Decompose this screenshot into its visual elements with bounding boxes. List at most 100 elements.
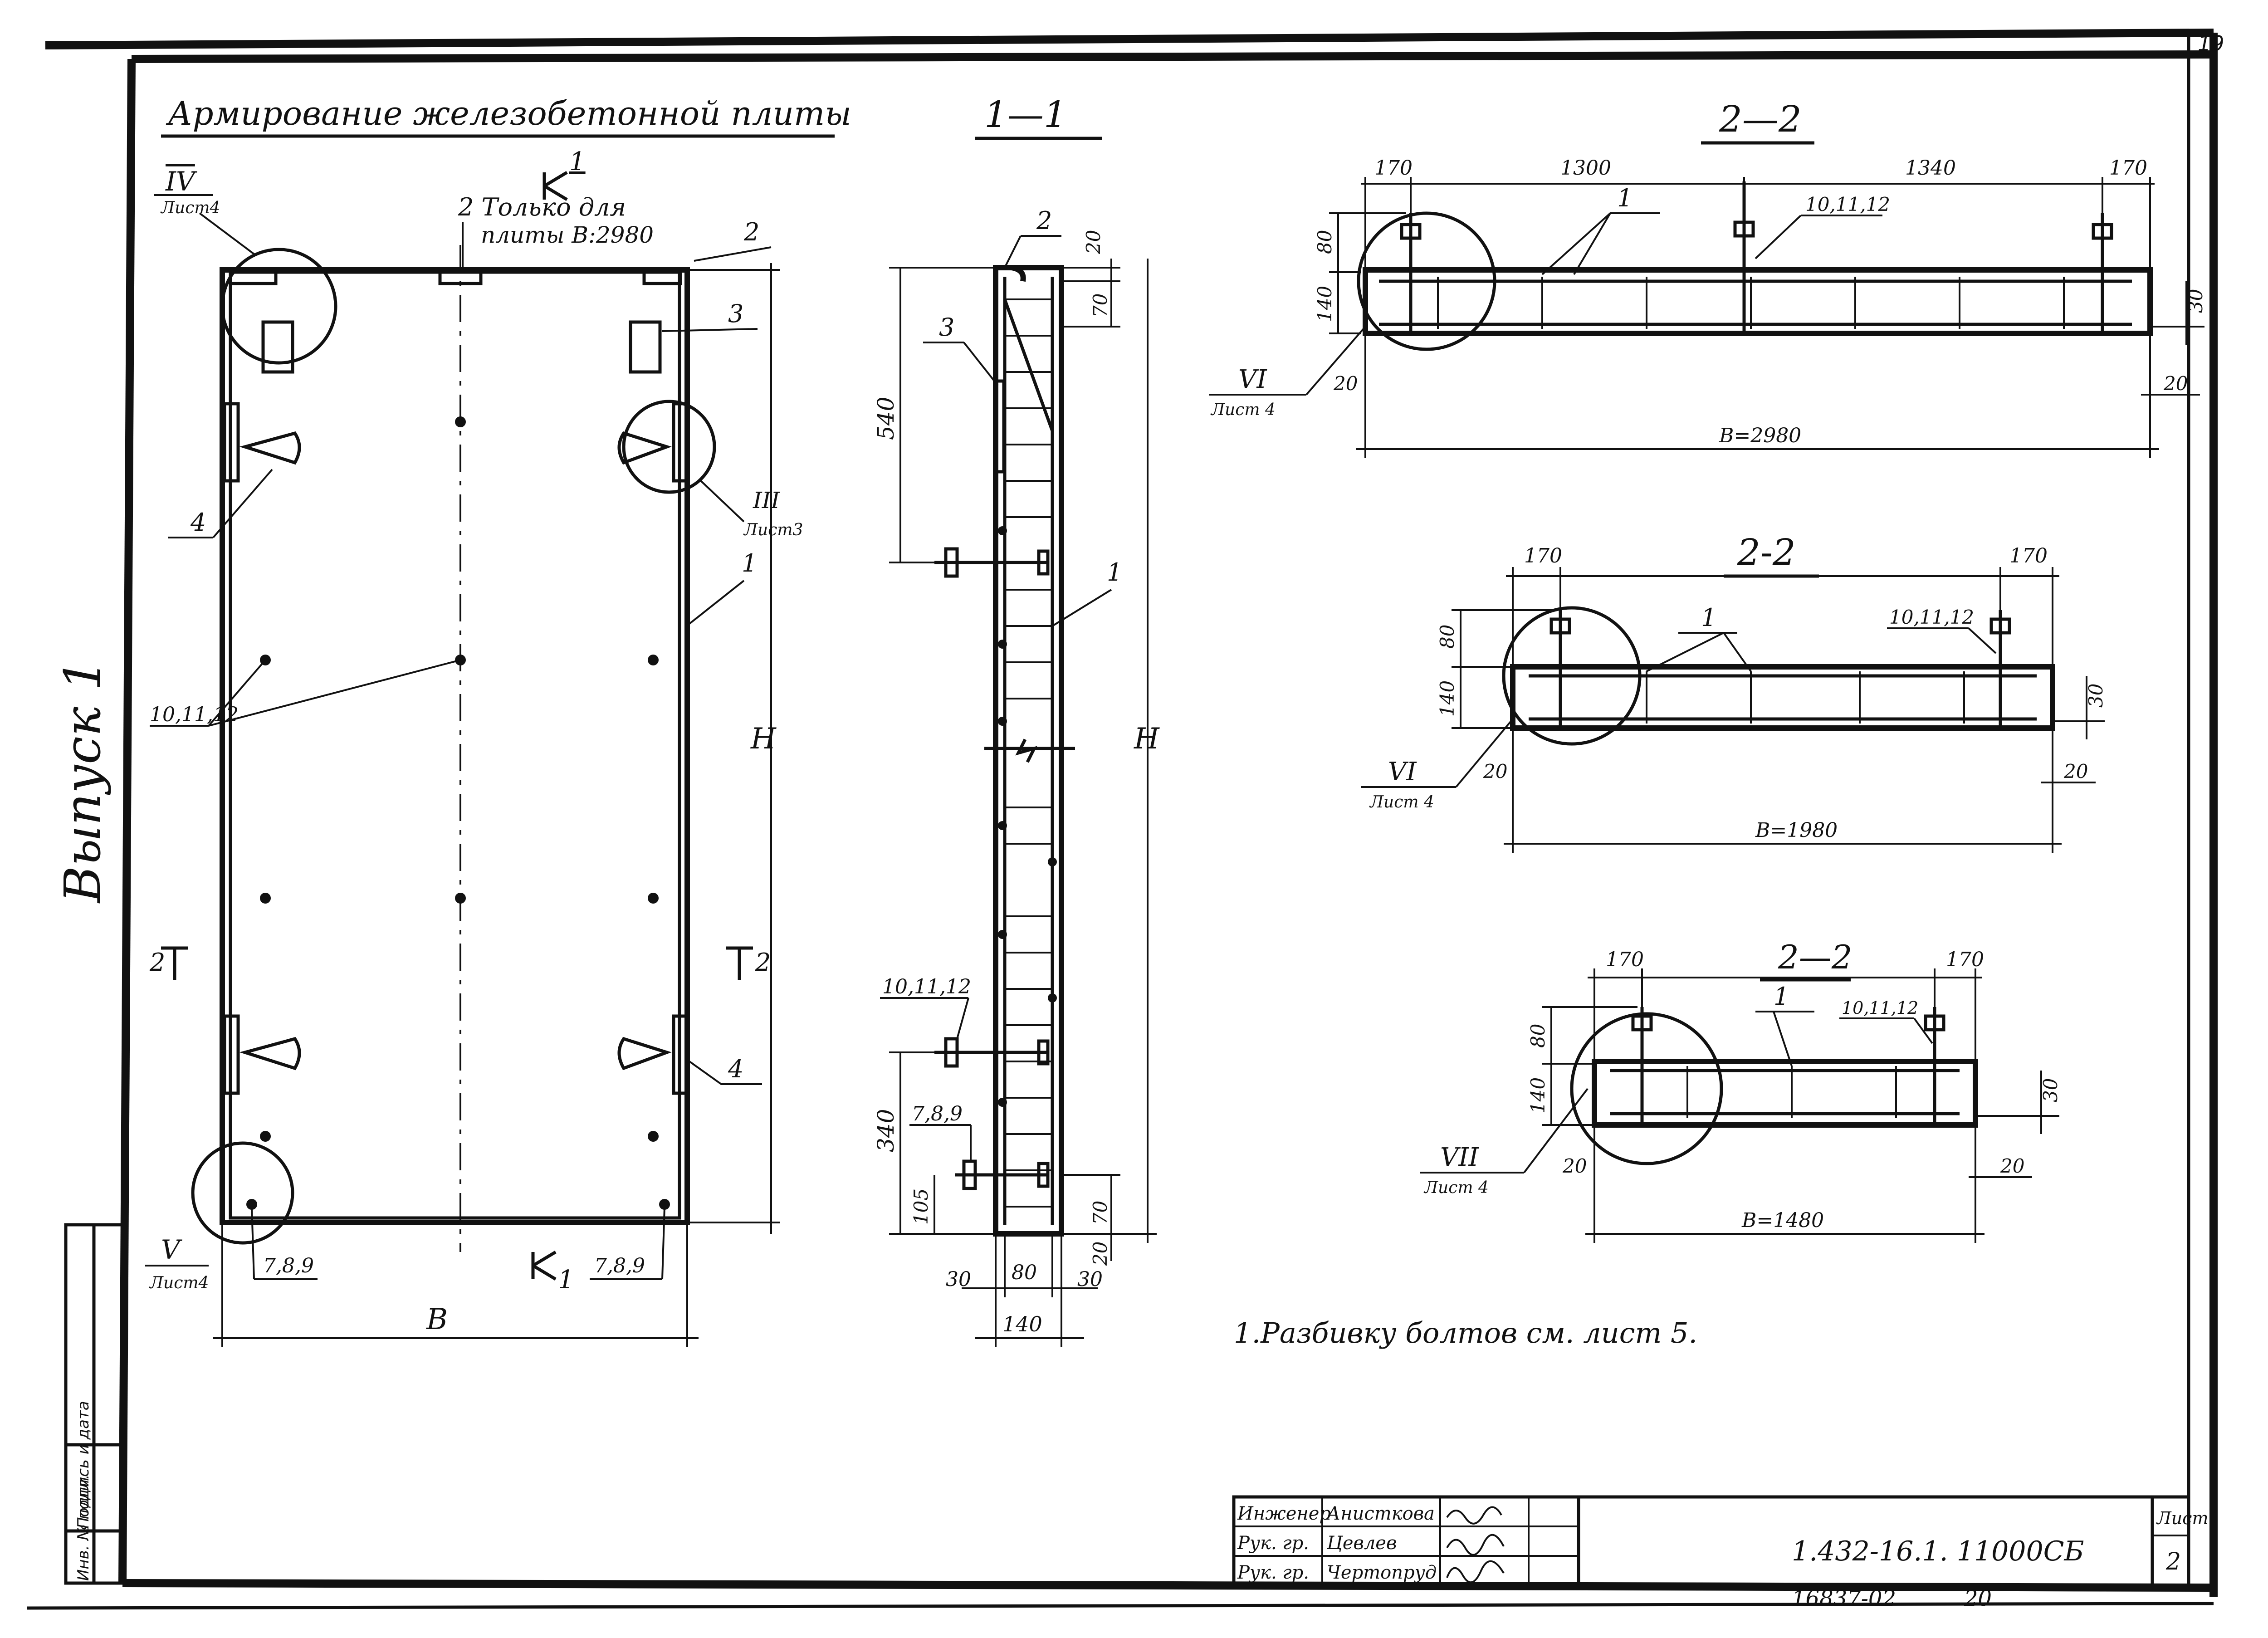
s22c-pos-bolts: 10,11,12: [1842, 998, 1918, 1018]
pos789-left-label: 7,8,9: [263, 1254, 314, 1277]
s22b-dim-170-left: 170: [1524, 544, 1562, 567]
s22b-width: В=1980: [1755, 819, 1838, 842]
s22c-callout-mark: VII: [1440, 1143, 1480, 1172]
pos2-note-line2: плиты В:2980: [481, 222, 654, 248]
section11-body: [934, 265, 1075, 1237]
tb-row2-role: Рук. гр.: [1237, 1533, 1309, 1554]
s22a-dim-1300: 1300: [1560, 156, 1611, 180]
callout-iii-mark: III: [753, 487, 781, 513]
pos2-right-label: 2: [743, 218, 759, 246]
s11-pos3-label: 3: [939, 313, 954, 342]
section22c-title: 2—2: [1778, 938, 1853, 976]
s11-pos2-label: 2: [1036, 206, 1052, 235]
s11-dim-30-left: 30: [946, 1268, 971, 1291]
section1-mark-top: 1: [569, 147, 586, 176]
pos3-label: 3: [728, 299, 743, 328]
s11-dim-140: 140: [1002, 1312, 1042, 1336]
title-block: [1232, 1495, 2190, 1587]
tb-row1-name: Анисткова: [1325, 1503, 1435, 1524]
s11-dim-20-top: 20: [1082, 230, 1105, 254]
pos1-label: 1: [742, 549, 757, 577]
section22-b: [1502, 606, 2055, 746]
stamp-signature-date: Подпись и дата: [74, 1401, 93, 1529]
s11-dim-20-bot: 20: [1089, 1242, 1111, 1266]
section1-mark-bottom: 1: [558, 1265, 574, 1295]
s22a-dim-170-right: 170: [2109, 156, 2147, 180]
bolt-layout-note: 1.Разбивку болтов см. лист 5.: [1234, 1316, 1697, 1350]
signature-row3: [1446, 1560, 1505, 1584]
tb-doc-code: 1.432-16.1. 11000СБ: [1792, 1535, 2084, 1567]
s22c-dim-80: 80: [1527, 1024, 1549, 1048]
s11-dim-340: 340: [873, 1109, 899, 1152]
s22b-dim-20-left: 20: [1483, 760, 1507, 782]
callout-iv-sheet: Лист4: [160, 199, 220, 217]
slab-plan: [191, 245, 716, 1252]
section22b-title: 2-2: [1737, 531, 1796, 573]
pos2-top-label: 2 Только для: [458, 193, 626, 221]
tb-row3-name: Чертопруд: [1327, 1562, 1437, 1583]
s22c-dim-20-right: 20: [2000, 1155, 2024, 1177]
main-dims: [213, 263, 780, 1347]
s22a-dim-20-right: 20: [2163, 372, 2188, 395]
s22b-pos-bolts: 10,11,12: [1889, 606, 1974, 628]
s11-pos789-label: 7,8,9: [912, 1102, 963, 1125]
section22-c: [1570, 1007, 1978, 1165]
s11-dim-80: 80: [1012, 1261, 1037, 1284]
section22-a: [1357, 181, 2153, 351]
s11-dim-30-right: 30: [1077, 1268, 1103, 1291]
sheet-frame: [27, 29, 2218, 1610]
section-marks: [161, 171, 753, 1281]
s22a-dim-30: 30: [2185, 289, 2207, 313]
s22c-dim-170-right: 170: [1946, 948, 1984, 971]
s22b-callout-sheet: Лист 4: [1369, 793, 1434, 812]
tb-sheet-label: Лист: [2156, 1508, 2209, 1528]
s22c-dim-140: 140: [1527, 1077, 1549, 1114]
tb-row3-role: Рук. гр.: [1237, 1562, 1309, 1583]
main-dim-b: В: [426, 1303, 448, 1336]
s22a-callout-mark: VI: [1238, 365, 1267, 394]
tb-archive-no: 16837-02: [1792, 1586, 1896, 1611]
s22c-dim-30: 30: [2039, 1078, 2062, 1102]
s22b-pos1: 1: [1701, 603, 1716, 632]
s11-pos-bolts-label: 10,11,12: [882, 975, 971, 998]
s22b-dim-20-right: 20: [2063, 760, 2088, 782]
s11-dim-540: 540: [873, 397, 899, 440]
section2-mark-right: 2: [755, 948, 771, 977]
s22b-callout-mark: VI: [1388, 757, 1417, 787]
s22a-pos-bolts: 10,11,12: [1805, 193, 1890, 215]
pos4-right-label: 4: [728, 1055, 743, 1083]
section11-title: 1—1: [984, 93, 1067, 136]
s22b-dim-30: 30: [2085, 684, 2107, 708]
callout-iv-mark: IV: [165, 166, 197, 197]
s22b-dim-140: 140: [1436, 680, 1458, 717]
s11-dim-70-top: 70: [1089, 293, 1111, 318]
signature-row1: [1446, 1506, 1502, 1525]
corner-page-number: 19: [2198, 31, 2224, 56]
tb-sheet-no: 2: [2165, 1548, 2181, 1575]
s11-pos1-label: 1: [1107, 558, 1122, 587]
s11-dim-h: Н: [1134, 722, 1160, 756]
pos4-left-label: 4: [190, 508, 206, 537]
s22a-dim-80: 80: [1314, 230, 1336, 254]
s22c-dim-20-left: 20: [1562, 1155, 1587, 1177]
s22a-dim-20-left: 20: [1333, 372, 1358, 395]
s11-dim-70-bot: 70: [1089, 1201, 1111, 1225]
left-stamp: [64, 1223, 124, 1585]
s22a-width: В=2980: [1719, 424, 1801, 447]
tb-archive-page: 20: [1964, 1586, 1992, 1611]
signature-row2: [1446, 1534, 1505, 1556]
section22a-title: 2—2: [1719, 98, 1802, 140]
s22c-width: В=1480: [1741, 1209, 1824, 1232]
pos789-right-label: 7,8,9: [594, 1254, 645, 1277]
s22b-dim-170-right: 170: [2009, 544, 2048, 567]
s22a-dim-170-left: 170: [1374, 156, 1413, 180]
callout-v-sheet: Лист4: [149, 1274, 209, 1292]
section11-dims: [889, 259, 1157, 1347]
main-view-title: Армирование железобетонной плиты: [166, 94, 851, 132]
callout-iii-sheet: Лист3: [743, 521, 803, 539]
s22a-dim-140: 140: [1314, 286, 1336, 322]
s11-dim-105: 105: [910, 1188, 932, 1225]
s22a-callout-sheet: Лист 4: [1210, 401, 1276, 419]
s22a-dim-1340: 1340: [1905, 156, 1956, 180]
